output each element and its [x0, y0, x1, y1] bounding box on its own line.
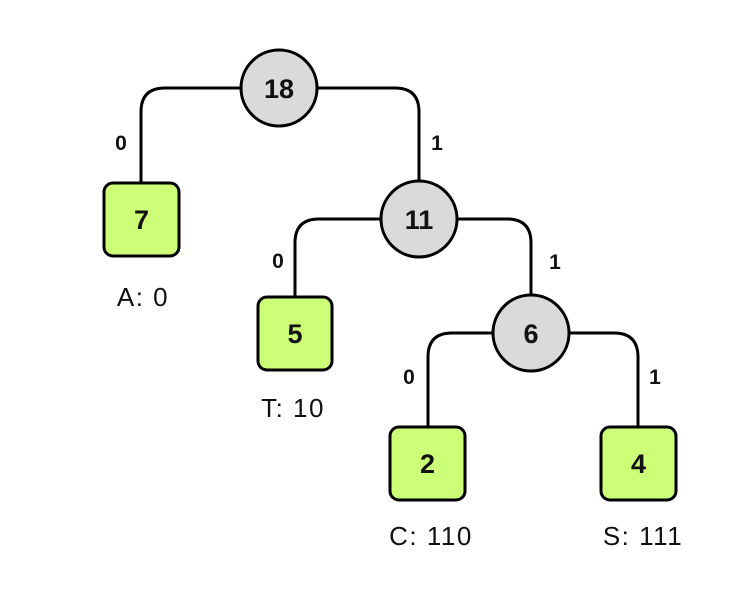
internal-node-6: 6 [491, 293, 571, 373]
edge-root-to-leaf-a [139, 86, 241, 183]
internal-node-6-value: 6 [523, 319, 538, 349]
edge-node-11-to-node-6 [457, 217, 533, 295]
leaf-node-c-value: 2 [420, 449, 435, 479]
leaf-node-t: 5 [256, 295, 334, 372]
internal-node-root-value: 18 [264, 74, 294, 104]
code-label-a: A: 0 [117, 282, 169, 312]
edge-bit-node-11-right: 1 [549, 251, 561, 274]
code-label-c: C: 110 [389, 521, 473, 551]
edge-bit-node-6-left: 0 [403, 366, 415, 389]
internal-node-root: 18 [239, 48, 319, 128]
code-label-t: T: 10 [261, 393, 325, 423]
code-label-s: S: 111 [603, 521, 683, 551]
edge-node-6-to-leaf-c [426, 331, 493, 427]
edge-root-to-node-11 [317, 86, 421, 181]
internal-node-11: 11 [379, 179, 459, 259]
leaf-node-t-value: 5 [287, 319, 302, 349]
edge-node-11-to-leaf-t [293, 217, 381, 297]
leaf-node-s-value: 4 [631, 449, 646, 479]
edge-node-6-to-leaf-s [569, 331, 640, 427]
leaf-node-a: 7 [102, 181, 181, 258]
internal-node-11-value: 11 [405, 205, 434, 235]
leaf-node-s: 4 [599, 425, 678, 502]
leaf-node-c: 2 [388, 425, 467, 502]
edge-bit-node-6-right: 1 [649, 366, 661, 389]
edge-bit-root-left: 0 [115, 132, 127, 155]
edge-bit-root-right: 1 [431, 132, 443, 155]
edge-bit-node-11-left: 0 [272, 250, 284, 273]
leaf-node-a-value: 7 [134, 205, 149, 235]
